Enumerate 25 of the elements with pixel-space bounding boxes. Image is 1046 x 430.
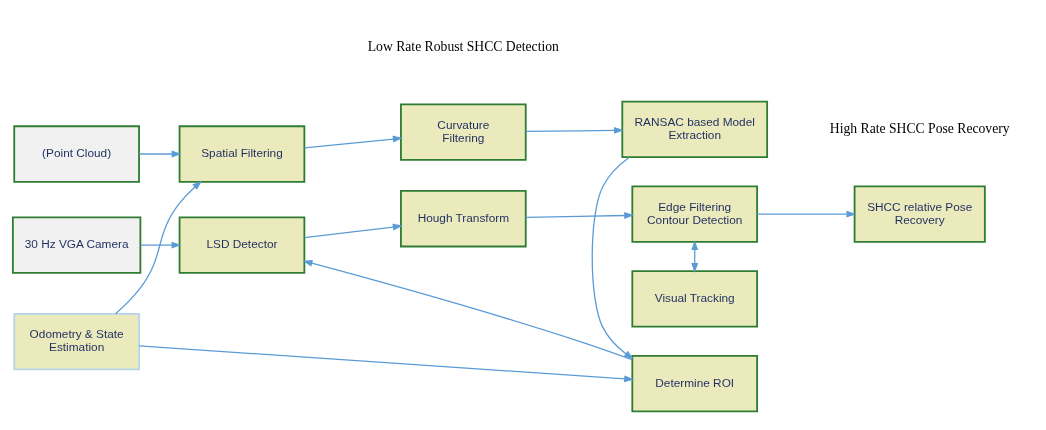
node-box: Curvature Filtering bbox=[400, 102, 527, 161]
node-box: Hough Transform bbox=[400, 189, 527, 247]
node-box: LSD Detector bbox=[178, 215, 306, 274]
arrow bbox=[138, 344, 635, 382]
label: High Rate SHCC Pose Recovery bbox=[829, 120, 1010, 136]
arrow bbox=[525, 126, 624, 134]
arrow bbox=[115, 180, 202, 314]
arrow bbox=[525, 211, 635, 219]
arrow bbox=[138, 150, 182, 157]
node-box: Odometry & State Estimation bbox=[13, 312, 140, 370]
arrow bbox=[302, 259, 633, 360]
arrow bbox=[304, 135, 403, 148]
node-box: Visual Tracking bbox=[631, 269, 759, 328]
node-box: Edge Filtering Contour Detection bbox=[631, 184, 759, 243]
arrow bbox=[756, 210, 857, 218]
label: Low Rate Robust SHCC Detection bbox=[367, 38, 559, 54]
node-box: RANSAC based Model Extraction bbox=[621, 100, 769, 158]
arrow bbox=[304, 223, 403, 238]
node-box: 30 Hz VGA Camera bbox=[11, 215, 142, 274]
node-box: Spatial Filtering bbox=[178, 124, 306, 183]
node-box: (Point Cloud) bbox=[13, 124, 140, 183]
arrow bbox=[139, 241, 182, 249]
arrow bbox=[591, 156, 634, 359]
node-box: SHCC relative Pose Recovery bbox=[853, 184, 986, 243]
node-box: Determine ROI bbox=[631, 354, 759, 412]
